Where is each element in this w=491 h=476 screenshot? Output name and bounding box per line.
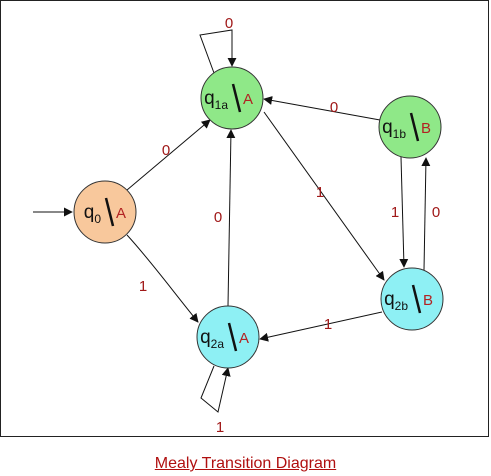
transition-arrow-q2a-q2a [200, 365, 231, 413]
state-separator [104, 197, 115, 227]
state-output: A [243, 91, 253, 108]
state-circle [73, 180, 137, 244]
transition-label-q0-q2a: 1 [139, 278, 147, 295]
state-circle [200, 66, 264, 130]
transitions-layer: 0 1 0 1 0 1 0 1 0 1 [33, 15, 440, 436]
state-circle [378, 95, 442, 159]
state-q2b: q2b B [380, 267, 444, 331]
transition-label-q1a-q1a: 0 [225, 15, 233, 32]
state-q1a: q1a A [200, 66, 264, 130]
state-separator [231, 83, 242, 113]
transition-label-q1b-q1a: 0 [330, 99, 338, 116]
transition-label-q2b-q2a: 1 [324, 316, 332, 333]
transition-arrow-q1b-q1a [263, 96, 381, 121]
transition-label-q1a-q2b: 1 [316, 184, 324, 201]
transition-label-q2b-q1b: 0 [432, 204, 440, 221]
state-output: A [116, 205, 126, 222]
state-q1b: q1b B [378, 95, 442, 159]
state-circle [380, 267, 444, 331]
transition-arrow-q2b-q2a [259, 311, 383, 342]
state-name: q1a [204, 88, 228, 112]
transition-arrow-q1a-q1a [199, 29, 237, 74]
state-output: B [421, 120, 431, 137]
state-name: q2b [384, 289, 408, 313]
state-separator [227, 322, 238, 352]
transition-label-q2a-q2a: 1 [216, 419, 224, 436]
transition-label-q2a-q1a: 0 [214, 209, 222, 226]
diagram-caption: Mealy Transition Diagram [154, 455, 337, 472]
transition-label-q1b-q2b: 1 [391, 204, 399, 221]
state-separator [411, 284, 422, 314]
state-name: q1b [382, 117, 406, 141]
transition-arrow-q0-q1a [126, 119, 211, 191]
transition-label-q0-q1a: 0 [162, 142, 170, 159]
state-circle [196, 305, 260, 369]
state-q0: q0 A [73, 180, 137, 244]
state-name: q2a [200, 327, 224, 351]
state-output: A [239, 330, 249, 347]
transition-arrow-q0-q2a [126, 234, 199, 323]
state-q2a: q2a A [196, 305, 260, 369]
transition-arrow-q1b-q2b [399, 156, 409, 268]
state-separator [409, 112, 420, 142]
transition-arrow-q2b-q1b [421, 157, 431, 271]
transition-arrow-q1a-q2b [263, 111, 385, 281]
diagram-frame [0, 0, 489, 437]
transition-arrow-q2a-q1a [226, 129, 236, 307]
state-output: B [423, 292, 433, 309]
state-name: q0 [84, 202, 102, 226]
